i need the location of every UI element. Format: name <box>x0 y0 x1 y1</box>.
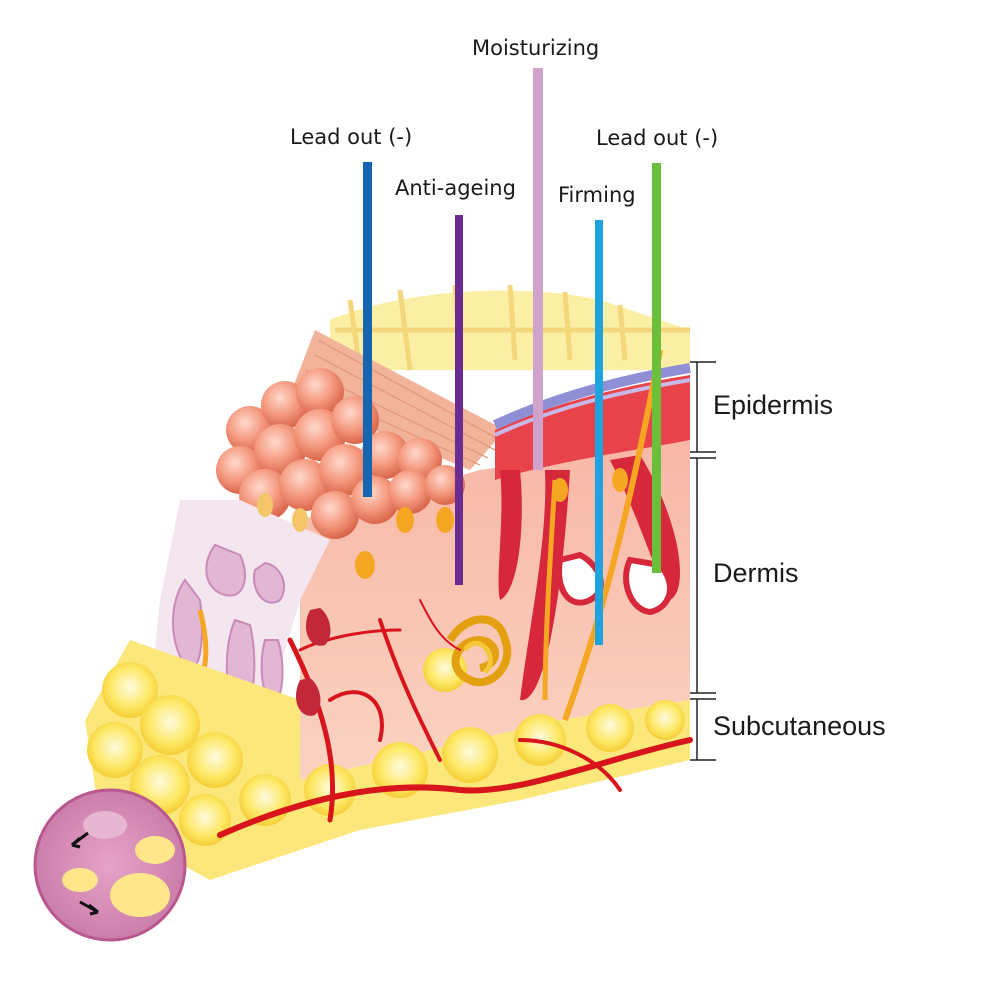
lead-out-right-bar <box>652 163 661 573</box>
lead-out-left-bar <box>363 162 372 497</box>
back-fat-mesh <box>330 284 690 371</box>
stratum-corneum-sheet <box>290 330 505 470</box>
anti-ageing-bar <box>455 215 463 585</box>
dermis-label: Dermis <box>713 558 799 588</box>
sweat-gland-coil <box>446 615 512 687</box>
moisturizing-label: Moisturizing <box>472 36 600 60</box>
anti-ageing-label: Anti-ageing <box>395 176 516 200</box>
dermal-papillae <box>295 608 331 716</box>
blood-vessels <box>217 599 693 838</box>
right-epidermis-block <box>492 349 691 722</box>
firming-label: Firming <box>558 183 636 207</box>
firming-bar <box>595 220 603 645</box>
subcutaneous-label: Subcutaneous <box>713 711 886 741</box>
lead-out-right-label: Lead out (-) <box>596 126 719 150</box>
probe-bars <box>363 68 661 645</box>
epidermis-cells <box>216 368 465 539</box>
lead-out-left-label: Lead out (-) <box>290 125 413 149</box>
epidermis-label: Epidermis <box>713 390 834 420</box>
layer-bracket <box>690 361 716 761</box>
magnified-fat-inset <box>33 788 187 942</box>
moisturizing-bar <box>533 68 543 470</box>
follicle-nodes <box>257 468 628 579</box>
